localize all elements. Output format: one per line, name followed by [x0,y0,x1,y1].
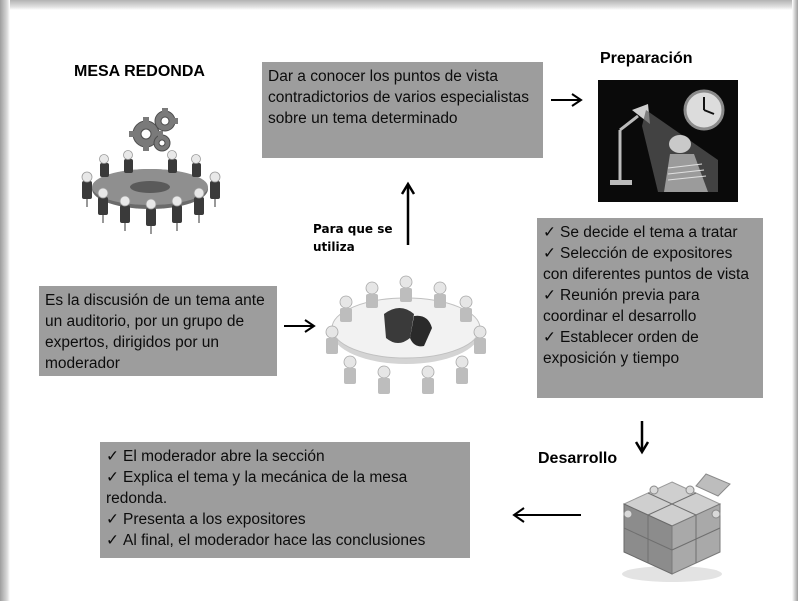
list-item: ✓Al final, el moderador hace las conclus… [106,530,464,551]
checkmark-icon: ✓ [106,532,119,549]
puzzle-cube-icon [592,470,752,586]
clock-icon [683,89,725,131]
arrow-left-icon [512,507,581,523]
step-text: Reunión previa para coordinar el desarro… [543,287,700,325]
step-text: El moderador abre la sección [123,448,325,465]
step-text: Explica el tema y la mecánica de la mesa… [106,469,408,507]
step-text: Al final, el moderador hace las conclusi… [123,532,426,549]
list-item: ✓Explica el tema y la mecánica de la mes… [106,467,464,509]
checkmark-icon: ✓ [106,511,119,528]
para-que-label: Para que se utiliza [313,220,393,256]
list-item: ✓Selección de expositores con diferentes… [543,243,757,285]
purpose-text: Dar a conocer los puntos de vista contra… [268,68,530,127]
desarrollo-heading: Desarrollo [538,450,618,467]
frame-left-shadow [0,0,10,601]
checkmark-icon: ✓ [543,245,556,262]
step-text: Presenta a los expositores [123,511,306,528]
development-steps-list: ✓El moderador abre la sección ✓Explica e… [106,446,464,551]
list-item: ✓Presenta a los expositores [106,509,464,530]
step-text: Selección de expositores con diferentes … [543,245,749,283]
preparacion-heading: Preparación [600,50,693,67]
puzzle-piece-icon [384,308,432,347]
presentation-lamp-clock-icon [598,80,738,202]
step-text: Establecer orden de exposición y tiempo [543,329,699,367]
round-table-icon [310,258,500,400]
purpose-box: Dar a conocer los puntos de vista contra… [262,62,543,158]
arrow-right-icon [284,319,316,333]
preparation-steps-list: ✓Se decide el tema a tratar ✓Selección d… [543,222,757,369]
checkmark-icon: ✓ [543,287,556,304]
definition-text: Es la discusión de un tema ante un audit… [45,292,265,372]
definition-box: Es la discusión de un tema ante un audit… [39,286,277,376]
preparation-steps-box: ✓Se decide el tema a tratar ✓Selección d… [537,218,763,398]
checkmark-icon: ✓ [106,469,119,486]
list-item: ✓El moderador abre la sección [106,446,464,467]
list-item: ✓Reunión previa para coordinar el desarr… [543,285,757,327]
development-steps-box: ✓El moderador abre la sección ✓Explica e… [100,442,470,558]
step-text: Se decide el tema a tratar [560,224,738,241]
list-item: ✓Se decide el tema a tratar [543,222,757,243]
arrow-up-icon [400,181,416,245]
meeting-gears-icon [62,97,232,247]
arrow-right-icon [551,93,583,107]
checkmark-icon: ✓ [106,448,119,465]
para-que-line2: utiliza [313,240,355,254]
checkmark-icon: ✓ [543,329,556,346]
frame-right-shadow [792,0,798,601]
list-item: ✓Establecer orden de exposición y tiempo [543,327,757,369]
frame-top-shadow [0,0,798,10]
diagram-title: MESA REDONDA [74,63,205,80]
checkmark-icon: ✓ [543,224,556,241]
arrow-down-icon [634,421,650,455]
para-que-line1: Para que se [313,222,393,236]
